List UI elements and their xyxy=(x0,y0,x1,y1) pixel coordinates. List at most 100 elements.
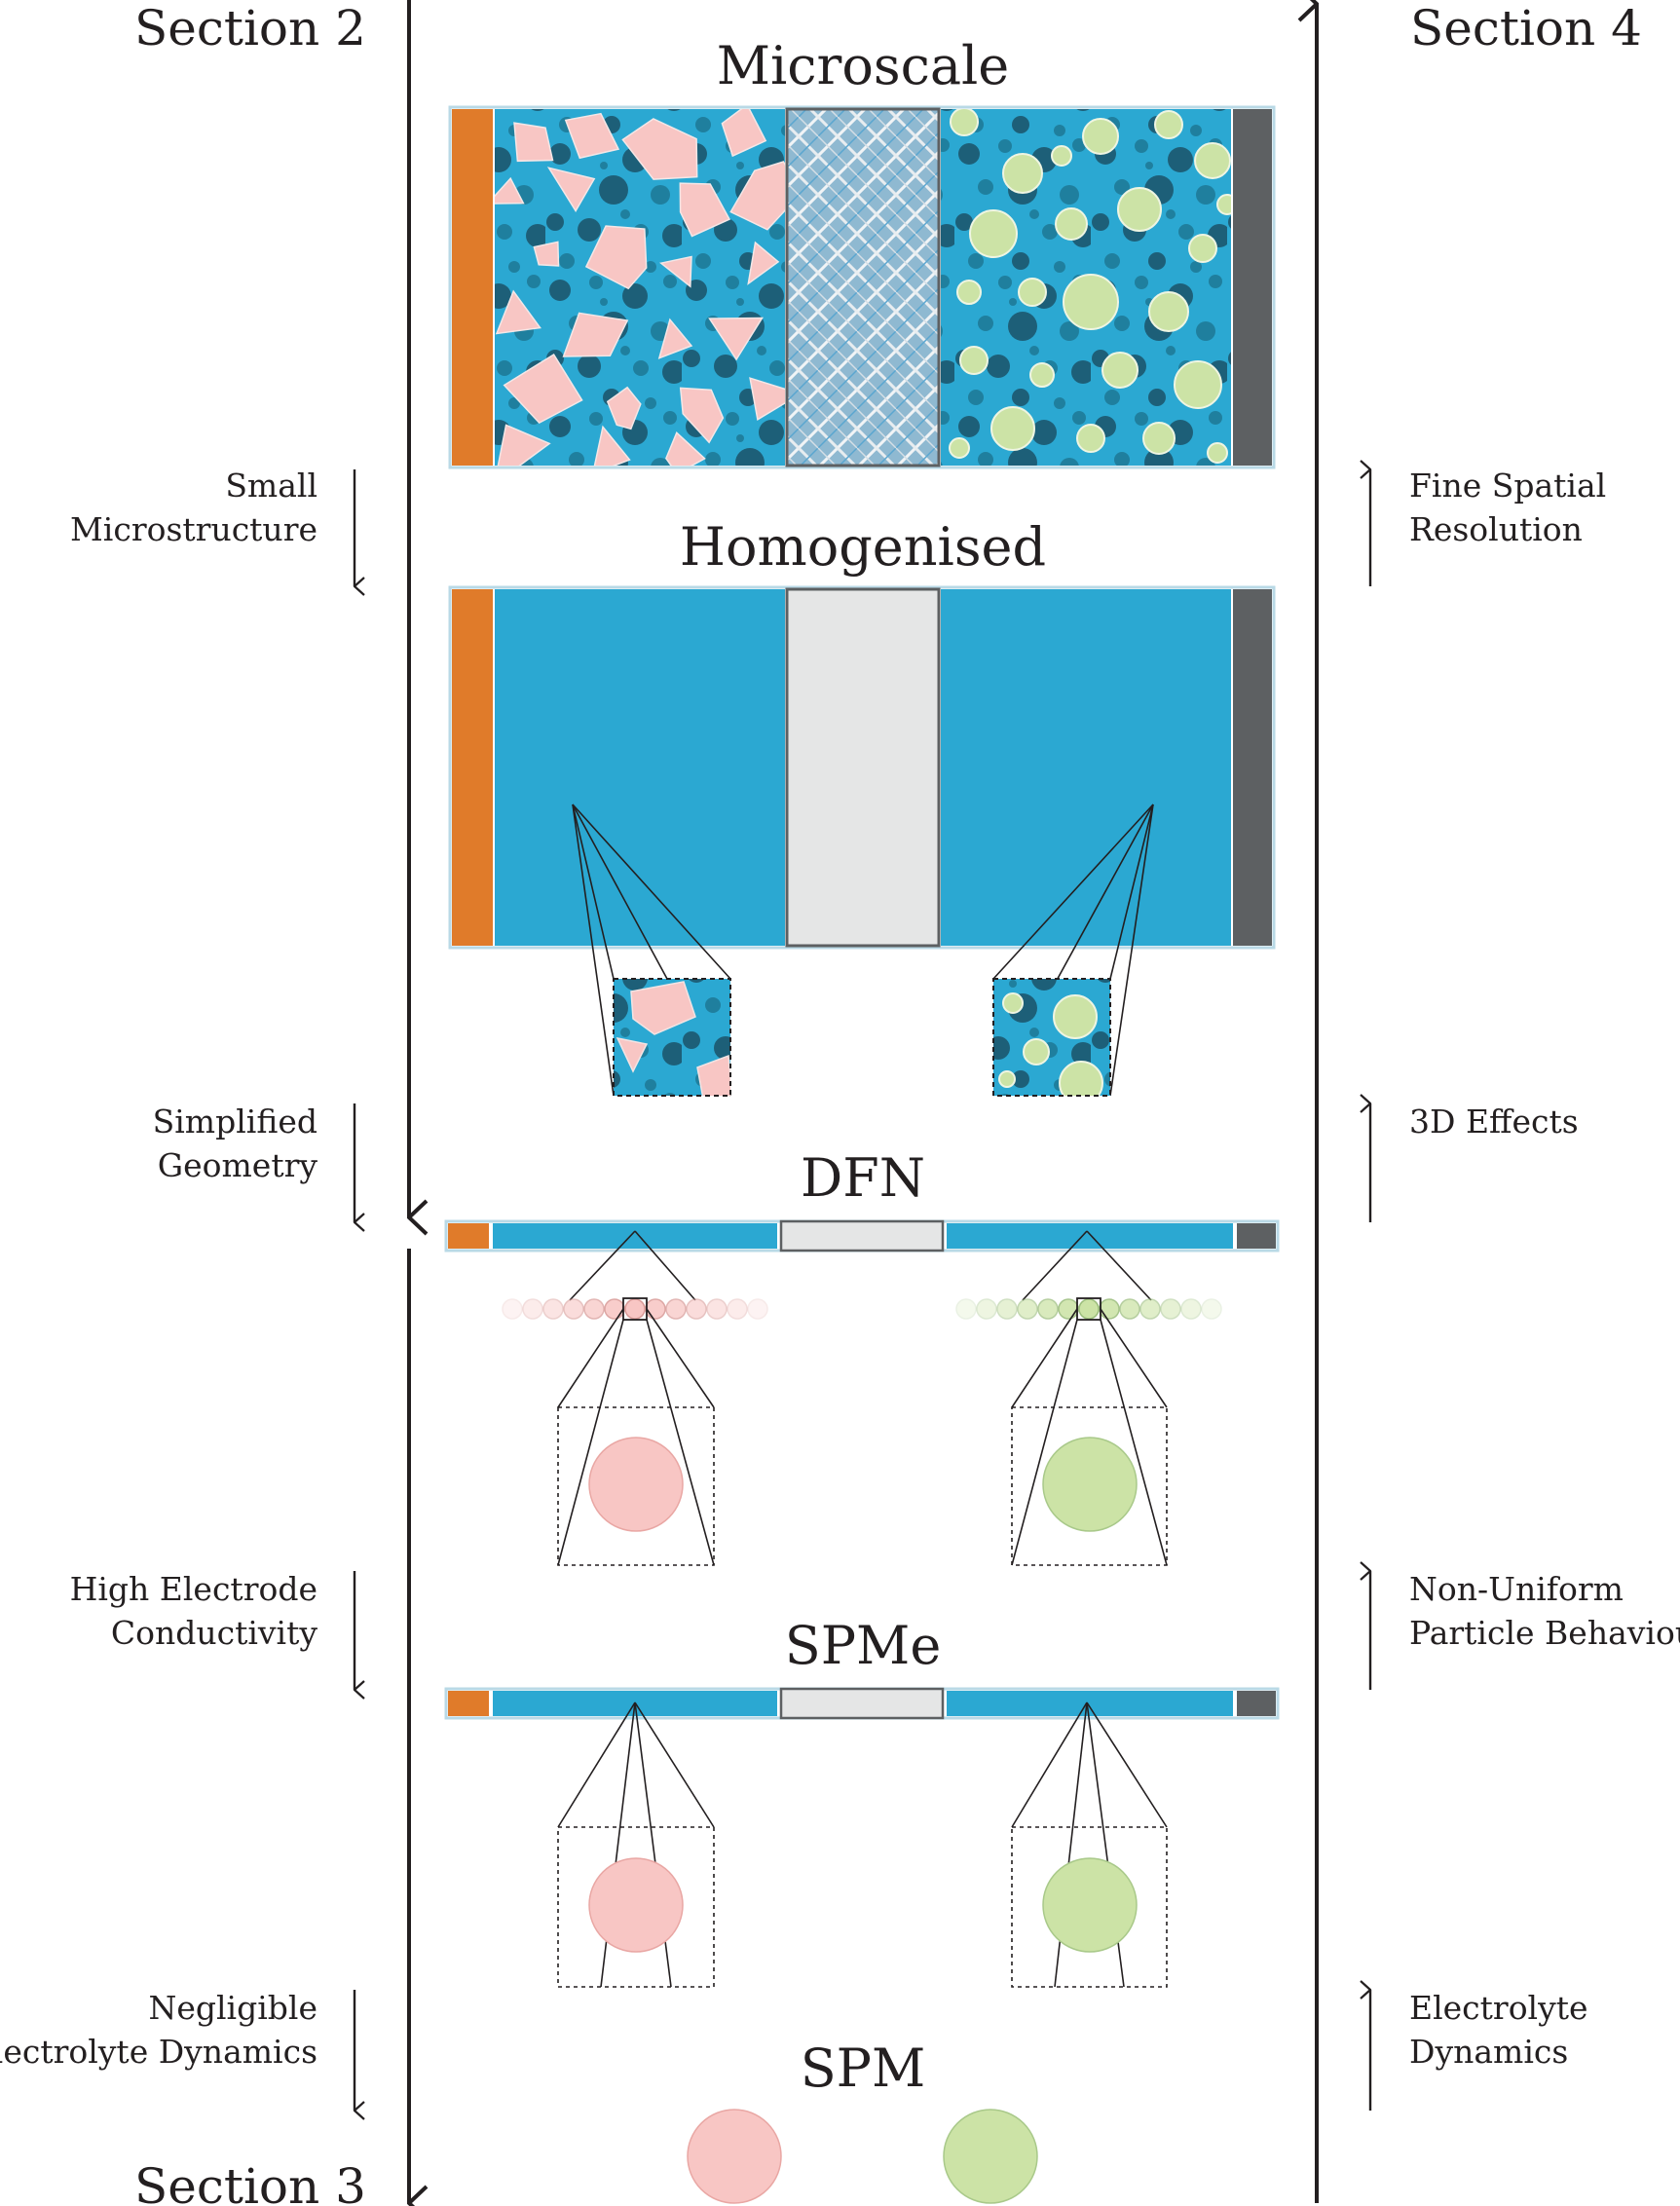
positive-particle-sphere xyxy=(1188,234,1217,263)
left-step-2-line2: Geometry xyxy=(158,1146,318,1184)
negative-electrode xyxy=(493,1223,777,1249)
left-step-4-line1: Negligible xyxy=(148,1989,317,2027)
positive-particle-sphere xyxy=(1018,278,1047,307)
positive-particle-sphere xyxy=(1117,187,1162,232)
positive-particle xyxy=(1042,1857,1138,1953)
chain-particle xyxy=(976,1298,997,1320)
positive-particle-sphere xyxy=(1002,153,1043,194)
negative-current-collector xyxy=(448,1691,489,1716)
homogenised-cell xyxy=(448,585,1276,1097)
positive-particle-sphere xyxy=(1076,424,1105,453)
positive-particle-sphere xyxy=(990,406,1035,451)
negative-particle-shard xyxy=(495,289,541,335)
negative-particle-shard xyxy=(497,424,551,466)
chain-particle xyxy=(706,1298,728,1320)
dfn-particle-zoom-positive xyxy=(1011,1308,1168,1566)
left-step-1-line2: Microstructure xyxy=(70,510,317,548)
positive-current-collector xyxy=(1237,1223,1276,1249)
left-step-1-line1: Small xyxy=(225,467,317,505)
positive-particle-sphere xyxy=(949,437,970,459)
dfn-title: DFN xyxy=(801,1147,925,1209)
positive-particle-sphere xyxy=(1051,145,1072,167)
negative-particle-shard xyxy=(657,318,693,359)
right-step-3-line2: Particle Behaviour xyxy=(1409,1614,1680,1652)
positive-particle-inset xyxy=(1011,1406,1168,1566)
negative-particle-shard xyxy=(503,353,583,425)
chain-particle xyxy=(1058,1298,1079,1320)
spme-title: SPMe xyxy=(785,1615,942,1676)
negative-particle-shard xyxy=(546,167,596,212)
negative-particle-shard xyxy=(708,317,764,361)
positive-current-collector xyxy=(1237,1691,1276,1716)
left-step-4-line2: Electrolyte Dynamics xyxy=(0,2033,317,2071)
negative-zoom-inset xyxy=(613,978,731,1097)
negative-particle xyxy=(588,1437,684,1532)
positive-electrode xyxy=(947,1691,1233,1716)
positive-current-collector xyxy=(1233,589,1272,946)
left-step-high-electrode-conductivity: High Electrode Conductivity xyxy=(70,1570,355,1690)
negative-particle-shard xyxy=(593,425,631,466)
positive-electrode xyxy=(947,1223,1233,1249)
negative-particle-shard xyxy=(606,386,642,430)
dfn-cell xyxy=(444,1219,1280,1566)
positive-particle-sphere xyxy=(1154,110,1183,139)
chain-particle xyxy=(645,1298,666,1320)
left-step-negligible-electrolyte-dynamics: Negligible Electrolyte Dynamics xyxy=(0,1989,355,2111)
chain-particle xyxy=(624,1298,646,1320)
negative-particle-shard xyxy=(658,255,692,288)
dfn-zoom-lines-negative xyxy=(569,1230,696,1301)
positive-particle-sphere xyxy=(1216,194,1231,215)
positive-particle-sphere xyxy=(1148,291,1189,332)
separator xyxy=(779,1219,945,1253)
right-step-4-line1: Electrolyte xyxy=(1409,1989,1588,2027)
negative-particle-shard xyxy=(564,112,620,160)
chain-particle xyxy=(502,1298,523,1320)
negative-particle-shard xyxy=(533,241,560,267)
negative-particle xyxy=(687,2109,782,2204)
chain-particle xyxy=(1139,1298,1161,1320)
chain-particle xyxy=(583,1298,605,1320)
chain-particle xyxy=(747,1298,768,1320)
positive-particle-sphere xyxy=(1207,442,1228,464)
chain-particle xyxy=(996,1298,1018,1320)
chain-particle xyxy=(727,1298,748,1320)
positive-particle-sphere xyxy=(1063,274,1119,330)
negative-particle-shard xyxy=(495,176,525,205)
right-step-2-line1: 3D Effects xyxy=(1409,1103,1579,1140)
negative-current-collector xyxy=(452,109,493,466)
chain-particle xyxy=(686,1298,707,1320)
positive-particle xyxy=(943,2109,1038,2204)
positive-particle-sphere xyxy=(1174,360,1222,409)
spme-cell xyxy=(444,1687,1280,1988)
separator-homogenised xyxy=(785,587,941,948)
positive-particle-inset xyxy=(1011,1826,1168,1988)
chain-particle xyxy=(1078,1298,1100,1320)
negative-particle-shard xyxy=(513,122,554,163)
positive-zoom-inset xyxy=(992,978,1111,1097)
chain-particle xyxy=(665,1298,687,1320)
left-step-3-line2: Conductivity xyxy=(111,1614,318,1652)
chain-particle xyxy=(522,1298,543,1320)
section-4-label: Section 4 xyxy=(1410,0,1642,56)
negative-particle-inset xyxy=(557,1826,715,1988)
chain-particle xyxy=(542,1298,564,1320)
chain-particle xyxy=(955,1298,977,1320)
separator-microstructure xyxy=(785,107,941,467)
negative-particle-shard xyxy=(665,431,706,466)
positive-current-collector xyxy=(1233,109,1272,466)
negative-current-collector xyxy=(452,589,493,946)
spm-title: SPM xyxy=(801,2038,926,2099)
right-step-1-line2: Resolution xyxy=(1409,510,1583,548)
negative-particle-inset xyxy=(557,1406,715,1566)
positive-electrode-homogenised xyxy=(941,589,1231,946)
chain-particle xyxy=(1017,1298,1038,1320)
right-step-4-line2: Dynamics xyxy=(1409,2033,1568,2071)
chain-particle xyxy=(1180,1298,1202,1320)
chain-particle xyxy=(1037,1298,1059,1320)
positive-particle-sphere xyxy=(1055,207,1088,241)
left-step-simplified-geometry: Simplified Geometry xyxy=(153,1103,355,1222)
right-step-3d-effects: 3D Effects xyxy=(1370,1103,1579,1222)
negative-particle-shard xyxy=(747,241,780,285)
right-step-1-line1: Fine Spatial xyxy=(1409,467,1606,505)
section-2-label: Section 2 xyxy=(134,0,366,56)
